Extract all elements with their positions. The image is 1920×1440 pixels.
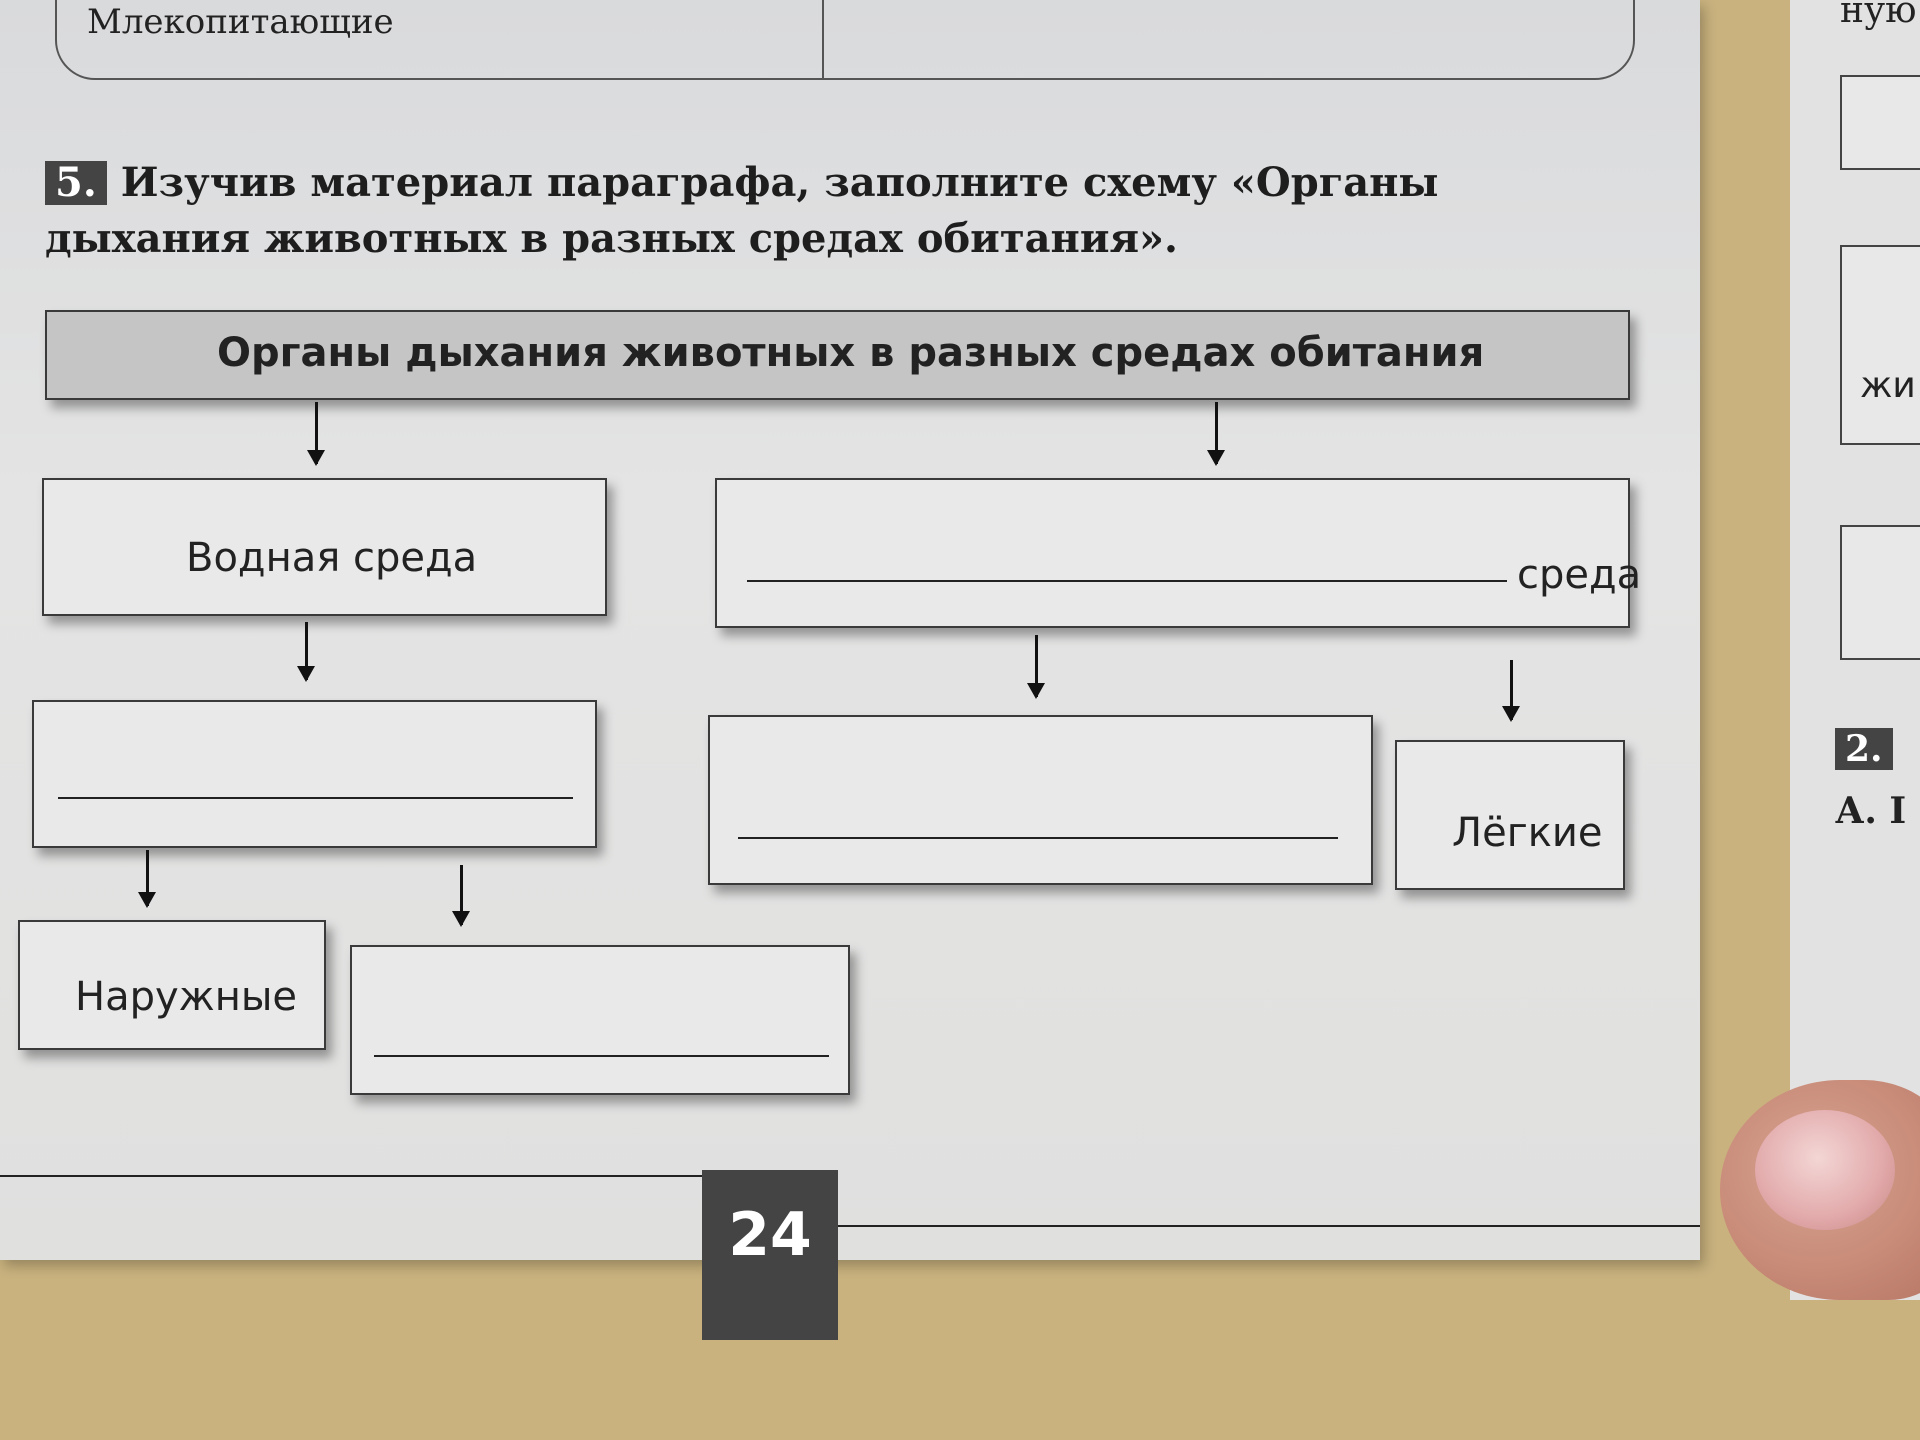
other-environment-blank[interactable] [747,580,1507,582]
adjacent-middle-fragment: жи [1860,365,1916,406]
lungs-label: Лёгкие [1452,810,1603,856]
arrow-to-other-organ [1027,635,1045,699]
arrow-to-water [307,402,325,466]
arrow-to-water-organ [297,622,315,682]
other-organ-box [708,715,1373,885]
bottom-rule-right [838,1225,1700,1227]
adjacent-box-1 [1840,75,1920,170]
adjacent-task-number: 2. [1835,728,1893,770]
external-label: Наружные [75,974,298,1020]
water-environment-label: Водная среда [186,535,478,581]
table-divider [822,0,824,78]
task-number: 5. [45,161,107,205]
other-environment-box: среда [715,478,1641,628]
adjacent-box-3 [1840,525,1920,660]
adjacent-box-2: жи [1840,245,1920,445]
page-number: 24 [702,1170,838,1340]
gills-type-blank[interactable] [374,1055,829,1057]
bottom-rule-left [0,1175,702,1177]
scheme-title-box: Органы дыхания животных в разных средах … [45,310,1630,400]
other-organ-blank[interactable] [738,837,1338,839]
fingernail [1755,1110,1895,1230]
arrow-to-lungs [1502,660,1520,722]
arrow-to-other-env [1207,402,1225,466]
other-environment-suffix: среда [1517,552,1642,598]
task-statement: 5.Изучив материал параграфа, заполните с… [45,155,1625,267]
top-table: Млекопитающие [55,0,1635,80]
gills-type-box [350,945,850,1095]
water-organ-box [32,700,597,848]
adjacent-top-fragment: ную [1840,0,1917,31]
adjacent-item-a: А. I [1835,790,1907,832]
arrow-to-other-gills [452,865,470,927]
task-text: Изучив материал параграфа, заполните схе… [45,159,1439,262]
arrow-to-external [138,850,156,908]
table-cell-text: Млекопитающие [87,2,394,42]
water-environment-box: Водная среда [42,478,607,616]
water-organ-blank[interactable] [58,797,573,799]
external-box: Наружные [18,920,326,1050]
workbook-page: Млекопитающие 5.Изучив материал параграф… [0,0,1700,1340]
scheme-title: Органы дыхания животных в разных средах … [217,330,1485,376]
lungs-box: Лёгкие [1395,740,1625,890]
